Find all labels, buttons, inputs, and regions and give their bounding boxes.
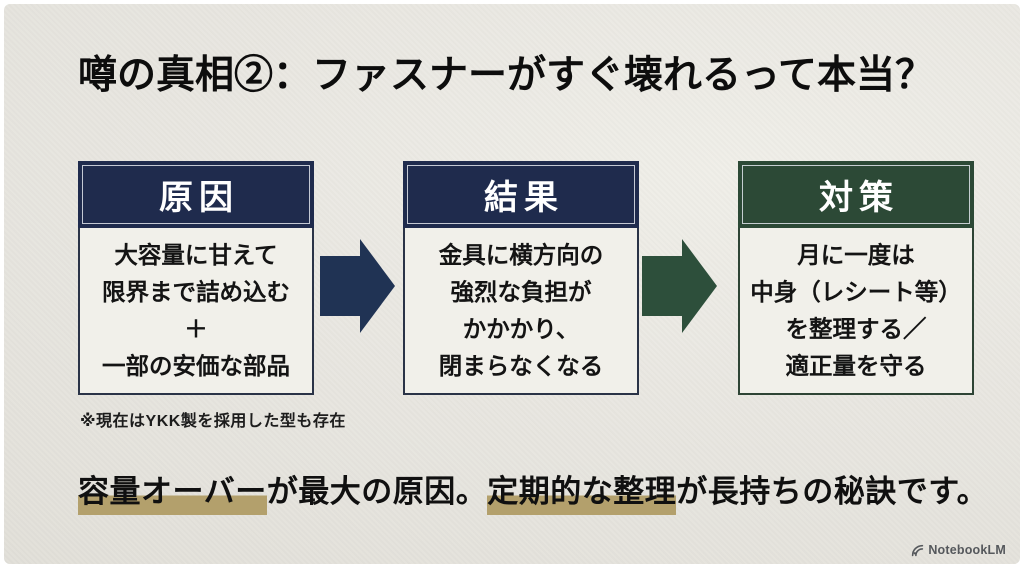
footnote: ※現在はYKK製を採用した型も存在 xyxy=(80,413,346,430)
countermeasure-line: 月に一度は xyxy=(797,241,915,268)
result-box-body: 金具に横方向の 強烈な負担が かかかり、 閉まらなくなる xyxy=(403,228,639,395)
countermeasure-box-header: 対策 xyxy=(738,161,974,228)
result-box-header: 結果 xyxy=(403,161,639,228)
countermeasure-box-body: 月に一度は 中身（レシート等） を整理する／ 適正量を守る xyxy=(738,228,974,395)
arrow-right-icon xyxy=(642,239,717,333)
countermeasure-line: を整理する／ xyxy=(785,315,927,342)
watermark-label: NotebookLM xyxy=(928,543,1006,557)
notebooklm-logo-icon xyxy=(912,544,924,556)
summary-sentence: 容量オーバーが最大の原因。定期的な整理が長持ちの秘訣です。 xyxy=(78,466,989,515)
result-line: かかかり、 xyxy=(462,315,580,342)
countermeasure-line: 適正量を守る xyxy=(785,352,927,379)
cause-line: ＋ xyxy=(184,315,208,342)
result-box: 結果 金具に横方向の 強烈な負担が かかかり、 閉まらなくなる xyxy=(403,161,639,395)
cause-box: 原因 大容量に甘えて 限界まで詰め込む ＋ 一部の安価な部品 xyxy=(78,161,314,395)
notebooklm-watermark: NotebookLM xyxy=(911,543,1006,557)
summary-text: が最大の原因。 xyxy=(266,474,488,509)
cause-box-body: 大容量に甘えて 限界まで詰め込む ＋ 一部の安価な部品 xyxy=(78,228,314,395)
summary-text: が長持ちの秘訣です。 xyxy=(676,474,989,509)
slide-title: 噂の真相②：ファスナーがすぐ壊れるって本当？ xyxy=(78,54,935,97)
countermeasure-box: 対策 月に一度は 中身（レシート等） を整理する／ 適正量を守る xyxy=(738,161,974,395)
cause-line: 大容量に甘えて xyxy=(114,241,278,268)
result-line: 強烈な負担が xyxy=(450,278,592,305)
summary-highlight: 定期的な整理 xyxy=(487,474,677,515)
summary-highlight: 容量オーバー xyxy=(78,474,267,515)
countermeasure-line: 中身（レシート等） xyxy=(750,278,962,305)
cause-line: 一部の安価な部品 xyxy=(102,352,290,379)
arrow-right-icon xyxy=(320,239,395,333)
cause-line: 限界まで詰め込む xyxy=(102,278,290,305)
result-line: 閉まらなくなる xyxy=(438,352,604,379)
result-line: 金具に横方向の xyxy=(438,241,604,268)
cause-box-header: 原因 xyxy=(78,161,314,228)
